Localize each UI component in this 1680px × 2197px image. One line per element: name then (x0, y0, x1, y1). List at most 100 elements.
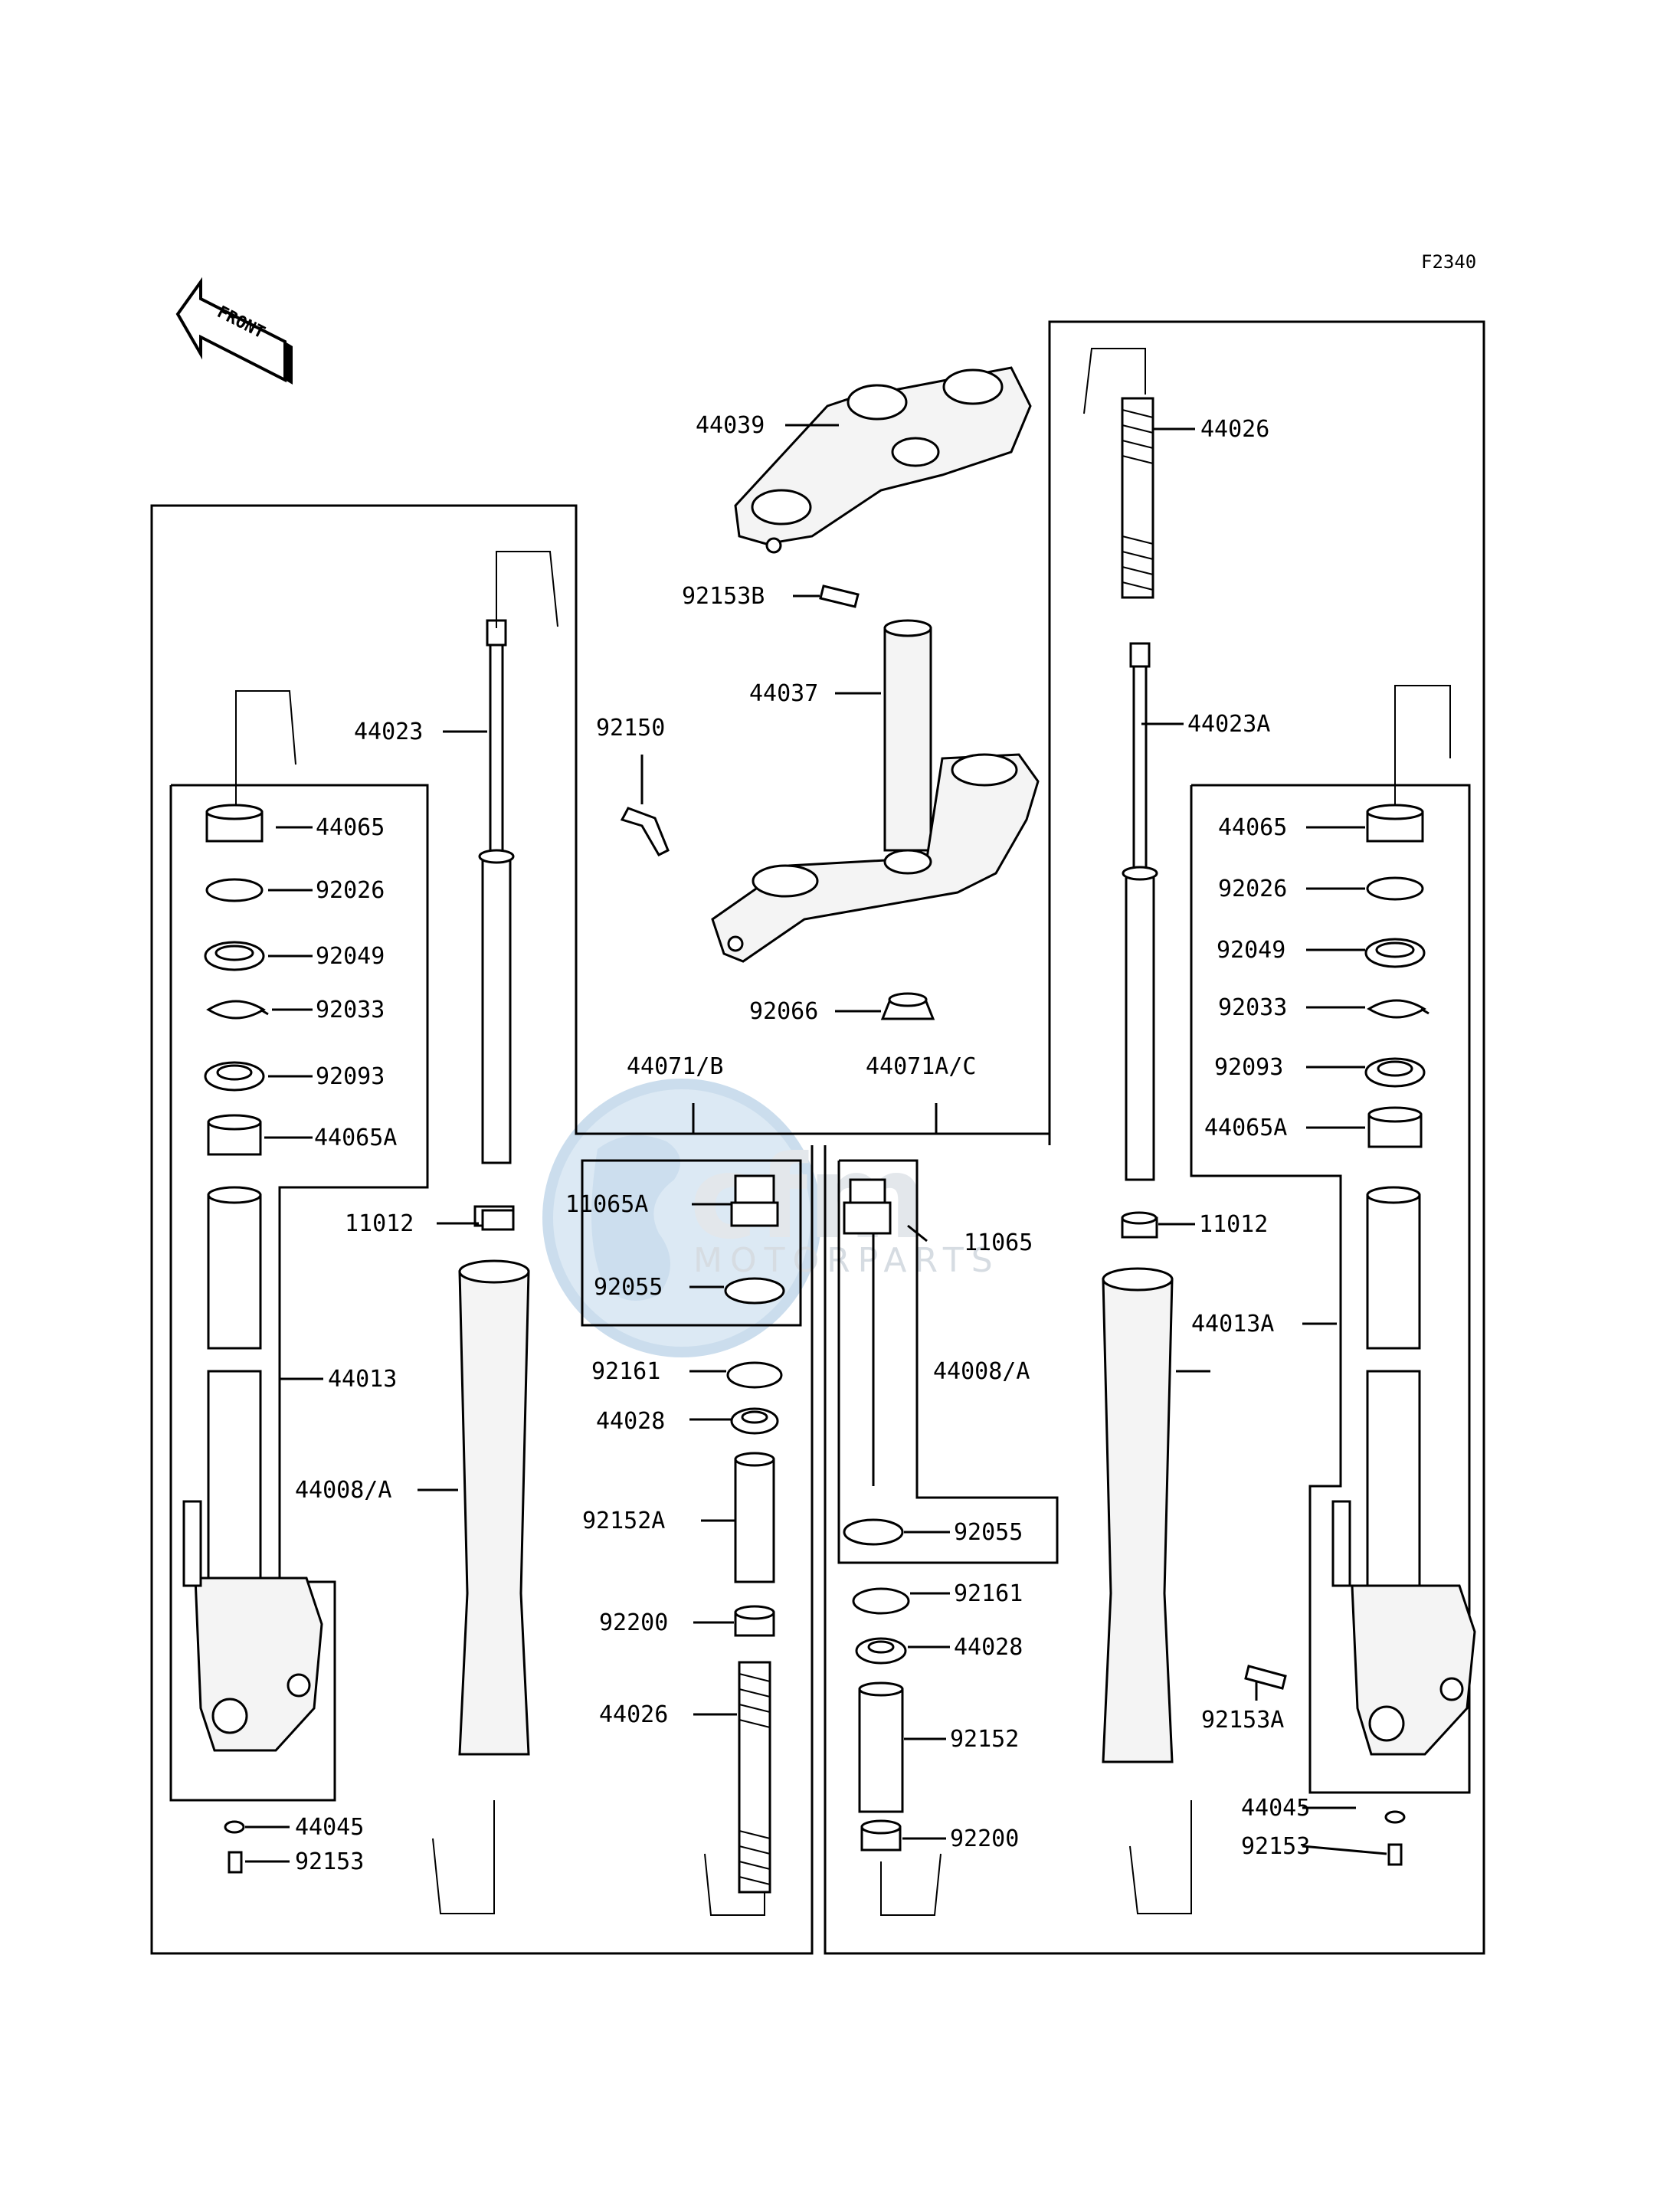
frame-11065-kit (837, 1159, 1059, 1564)
o-ring-92055-mid (724, 1277, 785, 1305)
figure-code: F2340 (1421, 251, 1476, 273)
label-44008A-right: 44008/A (933, 1358, 1030, 1385)
label-44065A-left: 44065A (314, 1125, 397, 1151)
washer-92161-mid (726, 1361, 783, 1389)
break-line-44065-right (1394, 685, 1451, 804)
label-92153A: 92153A (1201, 1707, 1284, 1734)
label-44039: 44039 (696, 412, 765, 439)
cap-bolt-11065 (843, 1178, 892, 1486)
label-92161-right: 92161 (954, 1580, 1023, 1607)
label-44028-right: 44028 (954, 1634, 1023, 1661)
label-44045-left: 44045 (295, 1814, 364, 1841)
label-44065-left: 44065 (316, 814, 385, 841)
collar-92200-right (860, 1819, 902, 1852)
damper-rod-44023A (1122, 642, 1158, 1181)
bushing-44065A-left (207, 1114, 262, 1156)
spring-44026-right (1121, 397, 1154, 599)
watermark-wordmark: cfm (689, 1131, 927, 1265)
spring-seat-44028-mid (730, 1407, 779, 1435)
break-line-44065-left (235, 690, 296, 804)
label-11012-left: 11012 (345, 1210, 414, 1237)
spring-seat-44028-right (855, 1637, 907, 1665)
inner-tube-44013A (1366, 1186, 1421, 1618)
label-44026-right: 44026 (1200, 416, 1269, 443)
label-92153-right: 92153 (1241, 1833, 1310, 1860)
label-44023: 44023 (354, 719, 423, 745)
damper-rod-44023 (478, 619, 515, 1164)
label-44045-right: 44045 (1241, 1795, 1310, 1822)
frame-right-outer (824, 320, 1485, 1955)
label-44071B: 44071/B (627, 1053, 723, 1080)
washer-92026-right (1366, 876, 1424, 901)
frame-11065A-kit (581, 1159, 802, 1327)
label-44065A-right: 44065A (1204, 1115, 1287, 1141)
bolt-92153A (1244, 1665, 1287, 1690)
collar-92200-mid (734, 1605, 775, 1637)
inner-tube-44013 (207, 1186, 262, 1610)
leader-lines (245, 424, 1387, 1863)
label-44065-right: 44065 (1218, 814, 1287, 841)
bolt-92153B (819, 584, 860, 608)
circlip-92033-right (1367, 999, 1429, 1019)
bolt-92150 (620, 807, 670, 856)
upper-triple-clamp-44039 (734, 366, 1032, 554)
label-92152A: 92152A (582, 1508, 665, 1534)
bushing-44065A-right (1367, 1106, 1423, 1148)
dust-seal-92093-left (204, 1061, 265, 1092)
bolt-92153-left (228, 1851, 243, 1874)
seal-92066 (880, 992, 935, 1020)
label-92033-right: 92033 (1218, 994, 1287, 1021)
bushing-11012-left (481, 1209, 515, 1231)
label-44026-mid: 44026 (599, 1701, 668, 1728)
steering-stem-44037 (711, 619, 1040, 963)
frame-center-join (575, 1103, 1051, 1135)
axle-bracket-left (182, 1500, 323, 1752)
label-11065: 11065 (964, 1229, 1033, 1256)
label-92033-left: 92033 (316, 997, 385, 1023)
label-11012-right: 11012 (1199, 1211, 1268, 1238)
bushing-44065-left (205, 804, 264, 843)
label-92049-right: 92049 (1217, 937, 1285, 964)
label-92153B: 92153B (682, 583, 765, 610)
watermark-text: MOTORPARTS (693, 1241, 1000, 1280)
frame-right-inner (1190, 784, 1471, 1794)
outer-tube-44008A-left (458, 1205, 530, 1756)
label-92152: 92152 (950, 1726, 1019, 1753)
label-92026-left: 92026 (316, 877, 385, 904)
washer-44045-left (224, 1820, 245, 1834)
spacer-92152A (734, 1452, 775, 1583)
label-44037: 44037 (749, 680, 818, 707)
part-labels: 44039 92153B 44037 92150 92066 44071/B 4… (295, 412, 1310, 1875)
label-92200-mid: 92200 (599, 1609, 668, 1636)
break-line-outer-right (1129, 1800, 1192, 1914)
label-92150: 92150 (596, 715, 665, 742)
washer-44045-right (1384, 1810, 1406, 1824)
outer-tube-44008A-right (1102, 1267, 1174, 1763)
break-line-spring-mid (704, 1853, 765, 1916)
frame-left-outer (150, 504, 814, 1955)
label-44008A-left: 44008/A (295, 1477, 391, 1504)
break-line-spring-right (1083, 348, 1146, 414)
bushing-44065-right (1366, 804, 1424, 843)
label-92026-right: 92026 (1218, 876, 1287, 902)
oil-seal-92049-left (204, 941, 265, 971)
label-11065A: 11065A (565, 1191, 648, 1218)
label-92161-mid: 92161 (591, 1358, 660, 1385)
break-line-44023 (496, 551, 558, 628)
label-44013: 44013 (328, 1366, 397, 1393)
label-92093-left: 92093 (316, 1063, 385, 1090)
o-ring-92055-right (843, 1518, 904, 1546)
dust-seal-92093-right (1364, 1057, 1426, 1088)
oil-seal-92049-right (1364, 938, 1426, 968)
label-92055-mid: 92055 (594, 1274, 663, 1301)
bolt-92153-right (1387, 1843, 1403, 1866)
label-92153-left: 92153 (295, 1848, 364, 1875)
washer-92026-left (205, 878, 264, 902)
spring-44026-mid (738, 1661, 771, 1894)
axle-bracket-right (1331, 1500, 1476, 1756)
break-line-collar-right (880, 1853, 942, 1916)
cap-bolt-11065A (730, 1174, 779, 1227)
label-92049-left: 92049 (316, 943, 385, 970)
